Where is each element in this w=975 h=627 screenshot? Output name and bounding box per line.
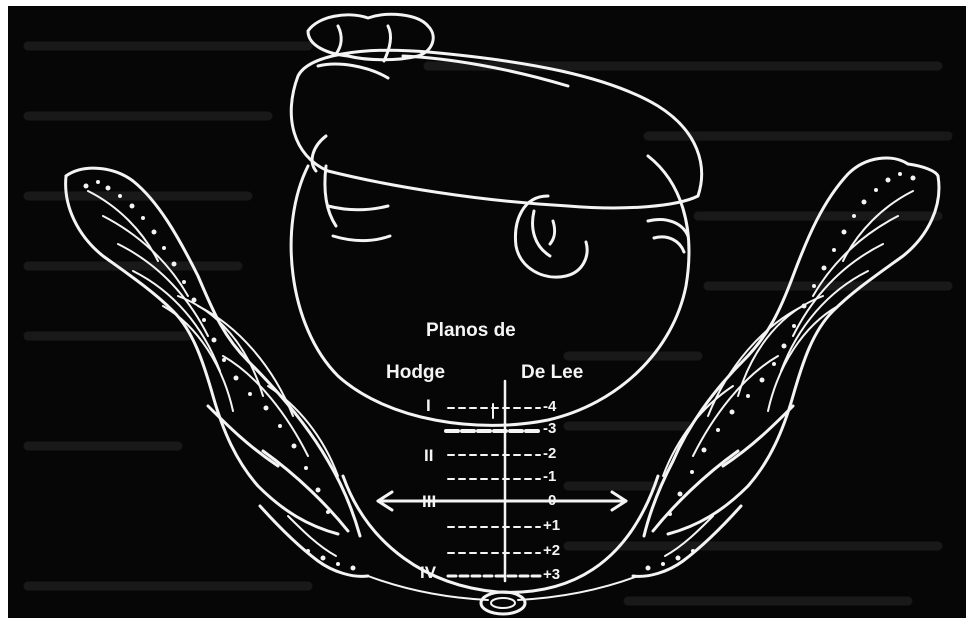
left-bone-texture xyxy=(84,180,356,571)
delee-station-minus2: -2 xyxy=(543,446,556,461)
fetal-head xyxy=(291,14,701,425)
plane-lines xyxy=(378,381,626,581)
label-de-lee: De Lee xyxy=(521,363,583,382)
hodge-plane-i: I xyxy=(426,397,431,414)
delee-station-zero: 0 xyxy=(548,493,556,508)
delee-station-minus1: -1 xyxy=(543,469,556,484)
right-iliac-wing xyxy=(633,158,939,576)
title-planos-de: Planos de xyxy=(426,321,516,340)
left-iliac-wing xyxy=(66,168,368,576)
delee-station-plus1: +1 xyxy=(543,518,560,533)
diagram-frame: Planos de Hodge De Lee I II III IV -4 -3… xyxy=(8,6,966,618)
delee-station-minus4: -4 xyxy=(543,399,556,414)
label-hodge: Hodge xyxy=(386,363,445,382)
delee-station-plus2: +2 xyxy=(543,543,560,558)
delee-station-minus3: -3 xyxy=(543,421,556,436)
hodge-plane-iv: IV xyxy=(420,564,436,581)
hodge-plane-ii: II xyxy=(424,447,433,464)
hodge-plane-iii: III xyxy=(422,493,436,510)
delee-station-plus3: +3 xyxy=(543,567,560,582)
pelvis-illustration xyxy=(8,6,966,618)
